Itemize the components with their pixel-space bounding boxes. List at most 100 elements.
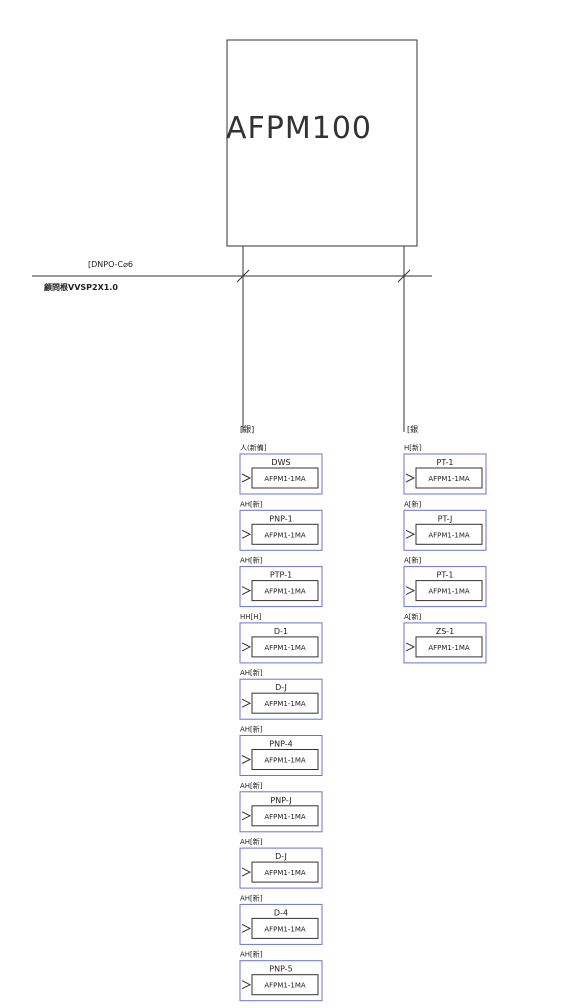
module-block: AH[新] PNP-J AFPM1-1MA	[239, 781, 323, 833]
module-caption: AH[新]	[240, 725, 263, 734]
module-name: D-J	[275, 683, 287, 692]
module-inner-box	[251, 749, 319, 770]
module-wire-mark	[405, 529, 416, 539]
module-name: PNP-5	[269, 965, 292, 974]
module-inner-box	[251, 636, 319, 658]
module-name: D-4	[274, 908, 288, 917]
module-name: PT-1	[437, 571, 454, 580]
module-caption: AH[新]	[240, 950, 263, 959]
module-outer-box	[403, 509, 487, 551]
module-caption: AH[新]	[240, 837, 263, 846]
module-caption: AH[新]	[240, 668, 263, 677]
module-caption: A[新]	[404, 612, 422, 621]
module-name: PTP-1	[270, 571, 292, 580]
module-caption: HH[H]	[240, 613, 262, 621]
module-outer-box	[403, 622, 487, 664]
module-inner-box	[251, 974, 319, 996]
module-caption: AH[新]	[240, 781, 263, 790]
module-caption: H[新]	[404, 443, 422, 452]
module-model: AFPM1-1MA	[264, 531, 306, 539]
module-block: A[新] PT-J AFPM1-1MA	[403, 499, 487, 551]
module-model: AFPM1-1MA	[428, 588, 470, 596]
right-module-column: H[新]PT-1AFPM1-1MAA[新]PT-JAFPM1-1MAA[新]PT…	[403, 443, 487, 664]
module-inner-box	[251, 917, 319, 939]
module-caption: AH[新]	[240, 893, 263, 902]
module-wire-mark	[241, 698, 252, 708]
module-outer-box	[239, 566, 323, 608]
controller-box	[226, 39, 418, 247]
module-caption: A[新]	[404, 499, 422, 508]
module-model: AFPM1-1MA	[264, 757, 306, 765]
module-model: AFPM1-1MA	[428, 475, 470, 483]
module-model: AFPM1-1MA	[264, 475, 306, 483]
module-outer-box	[403, 566, 487, 608]
right-branch-header: [銀	[407, 424, 418, 434]
module-block: AH[新] D-J AFPM1-1MA	[239, 668, 323, 720]
module-name: PT-J	[438, 514, 453, 523]
module-model: AFPM1-1MA	[264, 982, 306, 990]
module-inner-box	[415, 523, 483, 545]
module-outer-box	[239, 735, 323, 776]
module-wire-mark	[241, 755, 252, 764]
module-model: AFPM1-1MA	[264, 588, 306, 596]
module-outer-box	[239, 622, 323, 664]
module-wire-mark	[405, 642, 416, 652]
module-outer-box	[239, 960, 323, 1002]
module-wire-mark	[405, 473, 416, 483]
module-outer-box	[239, 453, 323, 495]
module-name: PNP-J	[270, 796, 291, 805]
module-wire-mark	[241, 586, 252, 596]
module-name: DWS	[271, 458, 290, 467]
module-inner-box	[251, 692, 319, 714]
module-outer-box	[403, 453, 487, 495]
module-model: AFPM1-1MA	[264, 813, 306, 821]
module-model: AFPM1-1MA	[264, 869, 306, 877]
module-inner-box	[415, 467, 483, 489]
module-model: AFPM1-1MA	[428, 531, 470, 539]
bus-lower-label: 顧問根VVSP2X1.0	[44, 282, 118, 292]
module-wire-mark	[241, 923, 252, 933]
module-name: D-J	[275, 852, 287, 861]
module-wire-mark	[241, 642, 252, 652]
module-caption: AH[新]	[240, 499, 263, 508]
module-model: AFPM1-1MA	[264, 925, 306, 933]
module-inner-box	[251, 523, 319, 545]
module-inner-box	[415, 636, 483, 658]
module-outer-box	[239, 847, 323, 889]
module-model: AFPM1-1MA	[428, 644, 470, 652]
module-wire-mark	[241, 529, 252, 539]
module-name: PNP-1	[269, 514, 292, 523]
module-outer-box	[239, 678, 323, 720]
module-inner-box	[251, 805, 319, 827]
module-name: D-1	[274, 627, 288, 636]
module-wire-mark	[241, 811, 252, 821]
module-inner-box	[251, 580, 319, 602]
module-model: AFPM1-1MA	[264, 700, 306, 708]
module-inner-box	[251, 861, 319, 883]
module-outer-box	[239, 509, 323, 551]
module-inner-box	[251, 467, 319, 489]
bus-upper-label: [DNPO-C⌀6	[88, 260, 133, 269]
module-name: PT-1	[437, 458, 454, 467]
module-wire-mark	[241, 980, 252, 990]
module-wire-mark	[241, 473, 252, 483]
module-name: PNP-4	[269, 740, 292, 749]
module-wire-mark	[405, 586, 416, 596]
module-inner-box	[415, 580, 483, 602]
module-block: AH[新] D-J AFPM1-1MA	[239, 837, 323, 889]
left-module-column: 人(新備]DWSAFPM1-1MAAH[新]PNP-1AFPM1-1MAAH[新…	[239, 443, 323, 1002]
module-model: AFPM1-1MA	[264, 644, 306, 652]
module-outer-box	[239, 903, 323, 945]
module-outer-box	[239, 791, 323, 833]
